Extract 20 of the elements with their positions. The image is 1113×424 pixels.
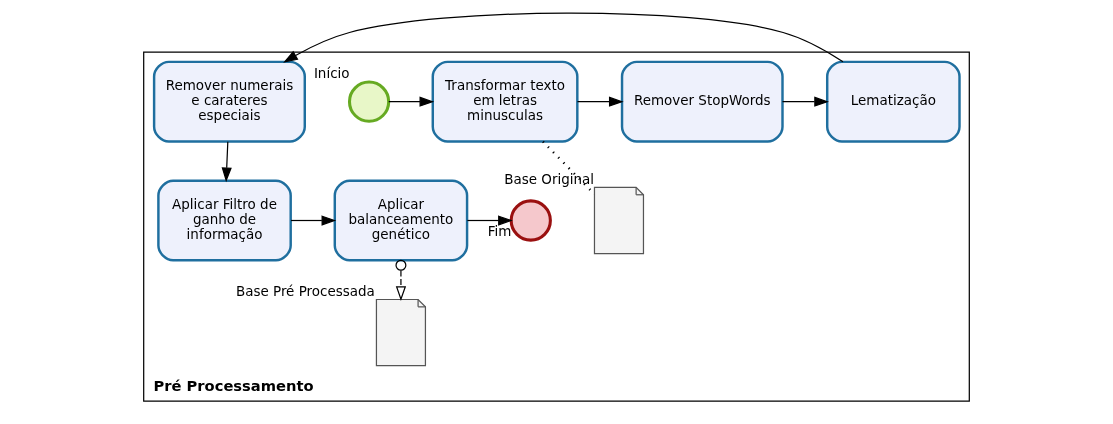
- node-box: Remover numerais e carateres especiais: [152, 60, 306, 143]
- node-circle: [347, 80, 391, 123]
- node-box: Lematização: [826, 60, 961, 143]
- arrow: [290, 215, 337, 226]
- node-box: Transformar texto em letras minusculas: [431, 60, 579, 143]
- node-circle: [509, 199, 552, 242]
- arrow: [283, 12, 844, 63]
- node-label: Início: [313, 65, 350, 82]
- node-box: Aplicar balanceamento genético: [333, 179, 469, 262]
- arrow: [395, 259, 407, 302]
- node-box: Aplicar Filtro de ganho de informação: [157, 179, 292, 262]
- arrow: [781, 96, 829, 107]
- node-label: Base Pré Processada: [235, 282, 375, 299]
- arrow: [221, 141, 232, 183]
- arrow: [576, 96, 624, 107]
- node-box: Remover StopWords: [620, 60, 784, 143]
- node-label: Fim: [487, 223, 512, 240]
- arrow: [466, 215, 513, 226]
- arrow: [388, 96, 435, 107]
- node-label: Base Original: [504, 170, 595, 187]
